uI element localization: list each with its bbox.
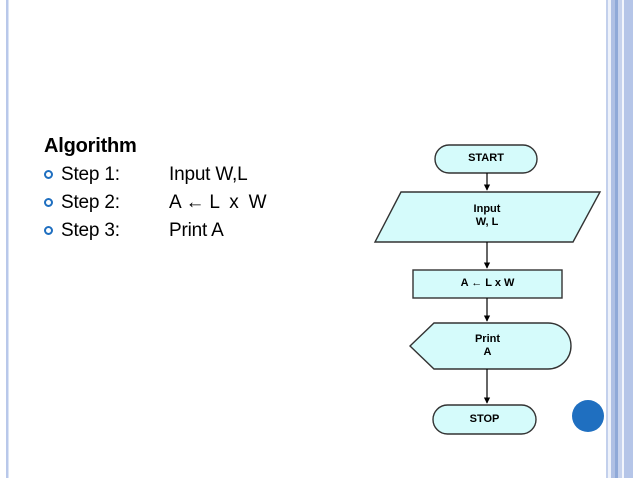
right-border-stripe-4 xyxy=(615,0,618,478)
bullet-circle-icon xyxy=(44,198,53,207)
flow-node-process xyxy=(412,269,563,299)
step-label: Step 3: xyxy=(61,220,120,241)
step-value: Input W,L xyxy=(169,164,248,185)
step-value: A ← L x W xyxy=(169,192,267,213)
list-item: Step 3: Print A xyxy=(44,220,374,242)
left-border-stripe xyxy=(6,0,8,478)
flow-node-stop xyxy=(432,404,537,435)
right-border-stripe-7 xyxy=(624,0,633,478)
algorithm-text-block: Algorithm Step 1: Input W,L Step 2: A ← … xyxy=(44,135,374,242)
left-border-stripe-inner xyxy=(8,0,9,478)
right-border-stripe-5 xyxy=(618,0,622,478)
bullet-circle-icon xyxy=(44,226,53,235)
right-border-stripe-6 xyxy=(622,0,624,478)
flow-node-print xyxy=(408,322,572,370)
right-border-stripe-1 xyxy=(606,0,608,478)
step-label: Step 2: xyxy=(61,192,120,213)
list-item: Step 2: A ← L x W xyxy=(44,192,374,214)
right-border-stripe-8 xyxy=(633,0,638,478)
bullet-circle-icon xyxy=(44,170,53,179)
right-border-stripe-3 xyxy=(611,0,615,478)
step-label: Step 1: xyxy=(61,164,120,185)
flow-node-input xyxy=(373,191,602,243)
list-item: Step 1: Input W,L xyxy=(44,164,374,186)
flow-node-start xyxy=(434,144,538,174)
page-title: Algorithm xyxy=(44,135,137,157)
right-border-stripe-2 xyxy=(608,0,611,478)
step-value: Print A xyxy=(169,220,224,241)
decorative-blue-dot xyxy=(572,400,604,432)
